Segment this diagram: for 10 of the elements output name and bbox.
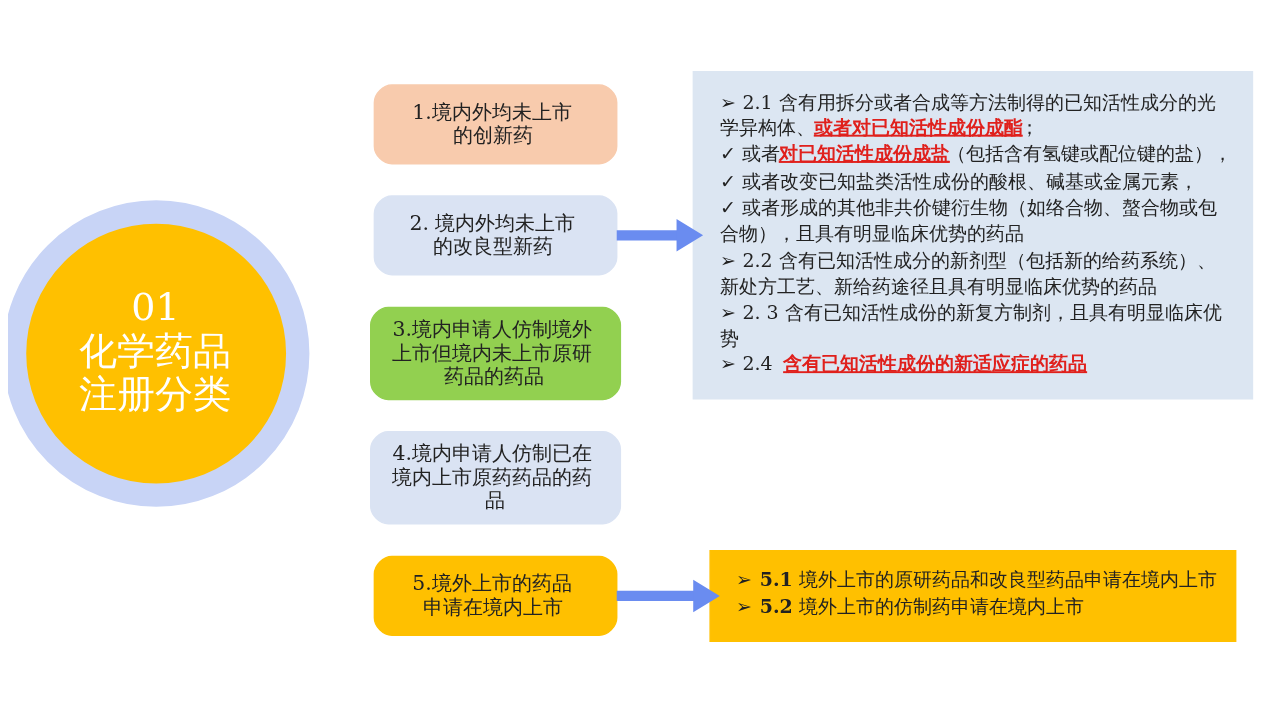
node-box: 5.境外上市的药品申请在境内上市 [373, 555, 618, 637]
node-box: ➢ 5.1 境外上市的原研药品和改良型药品申请在境内上市 ➢ 5.2 境外上市的仿制药申请在境内上市 [709, 549, 1237, 642]
arrow [616, 219, 704, 252]
node-box: 3.境内申请人仿制境外上市但境内未上市原研药品的药品 [370, 306, 622, 401]
node-circle: 01 化学药品注册分类 [8, 200, 310, 507]
node-box: 1.境内外均未上市的创新药 [373, 84, 618, 165]
node-box: ➢ 2.1 含有用拆分或者合成等方法制得的已知活性成分的光学异构体、或者对已知活性成份成酯； ✓ 或者对已知活性成份成盐（包括含有氢键或配位键的盐）， ✓ 或者改变已知盐类活性成份的酸根、碱基或金属元素， ✓ 或者形成的其他非共价键衍生物（如络合物、螯合物或包合物），且具有明显临床优势的药品 ➢ 2.2 含有已知活性成分的新剂型（包括新的给药系统）、新处方工艺、新给药途径且具有明显临床优势的药品 ➢ 2. 3 含有已知活性成份的新复方制剂，且具有明显临床优势 ➢ 2.4 含有已知活性成份的新适应症的药品 [692, 71, 1254, 400]
arrow [616, 579, 720, 613]
node-box: 4.境内申请人仿制已在境内上市原药药品的药品 [370, 430, 622, 525]
node-box: 2. 境内外均未上市的改良型新药 [373, 195, 618, 276]
